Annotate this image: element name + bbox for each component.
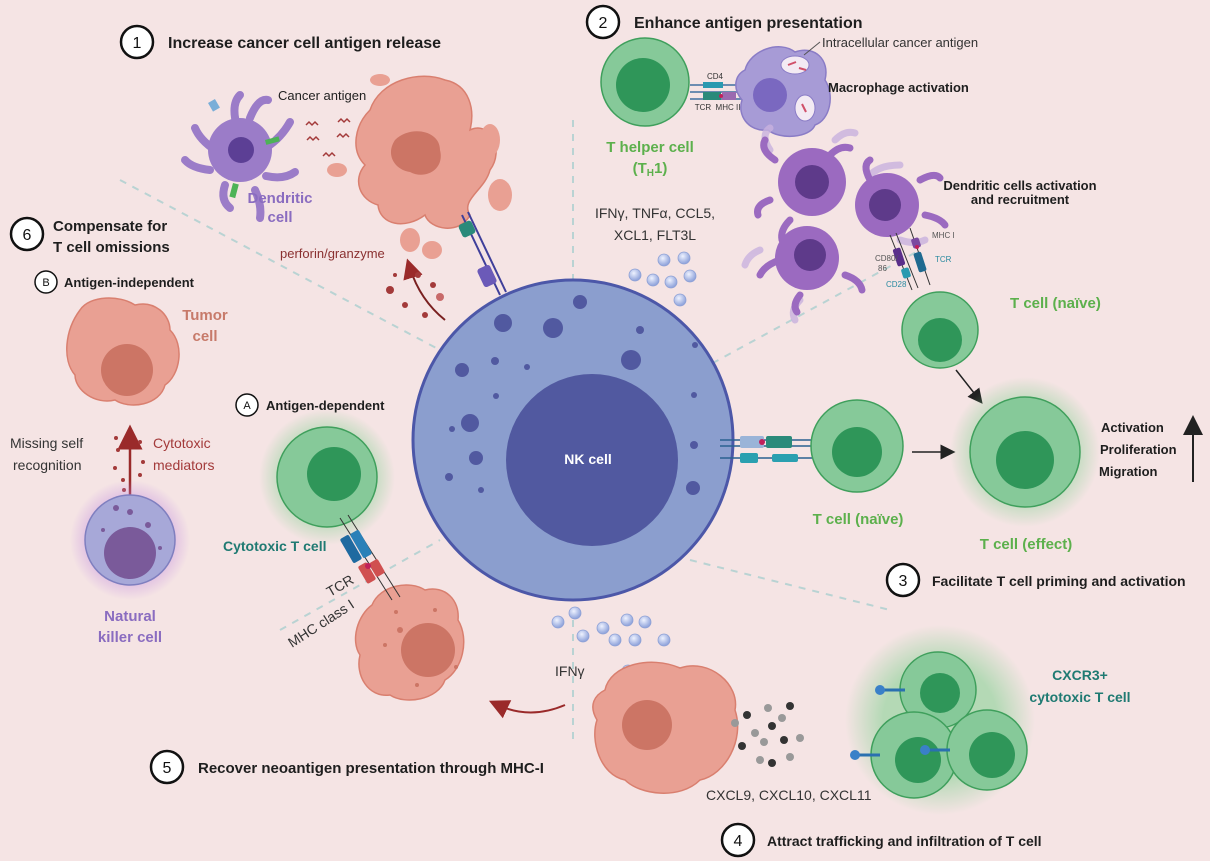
step-1-title: Increase cancer cell antigen release [168, 35, 441, 52]
sub-b-letter: B [42, 277, 49, 289]
step-4-number: 4 [734, 833, 743, 850]
perforin-release: perforin/granzyme [280, 246, 446, 321]
nk-cell-label: NK cell [564, 451, 611, 467]
dc-t-cell-synapse: MHC I CD80/ 86 TCR CD28 [875, 227, 955, 291]
natural-killer-label-1: Natural [104, 608, 156, 625]
nk-cell-center: NK cell [411, 278, 735, 602]
step-5-group: 5 Recover neoantigen presentation throug… [149, 584, 566, 785]
missing-self-label-1: Missing self [10, 435, 83, 451]
sector-dividers [119, 120, 921, 740]
nk-granules [445, 295, 700, 495]
step-2-badge [585, 4, 621, 40]
dc-activation-label-1: Dendritic cells activation [943, 178, 1096, 193]
tumor-cell-label-2: cell [192, 328, 217, 345]
cd80-label-2: 86 [878, 264, 887, 273]
cxcr3-label-2: cytotoxic T cell [1029, 689, 1130, 705]
cxcr3-label-1: CXCR3+ [1052, 667, 1108, 683]
step-6-title-1: Compensate for [53, 218, 167, 235]
cytokines-label-2: XCL1, FLT3L [614, 227, 696, 243]
step-4-title: Attract trafficking and infiltration of … [767, 833, 1042, 849]
cd4-tcr-mhc2-complex: CD4 TCR MHC II [690, 72, 745, 112]
dendritic-cell-label-1: Dendritic [247, 190, 312, 207]
cd80-label-1: CD80/ [875, 254, 898, 263]
mhc1-label: MHC I [932, 231, 955, 240]
nk-receptor-step1 [458, 211, 507, 296]
step-6-badge [9, 216, 45, 252]
t-effect-label: T cell (effect) [980, 536, 1073, 553]
effect-proliferation: Proliferation [1100, 442, 1177, 457]
t-naive-label-step2: T cell (naïve) [1010, 295, 1101, 312]
cytokine-release: IFNγ, TNFα, CCL5, XCL1, FLT3L [595, 205, 715, 307]
sub-b-label: Antigen-independent [64, 275, 195, 290]
step-6-title-2: T cell omissions [53, 239, 170, 256]
step-2-header: 2 Enhance antigen presentation [585, 4, 862, 40]
perforin-granzyme-label: perforin/granzyme [280, 246, 385, 261]
cytotoxic-mediators-label-1: Cytotoxic [153, 435, 211, 451]
intracellular-antigen-label: Intracellular cancer antigen [822, 35, 978, 50]
natural-killer-label-2: killer cell [98, 629, 162, 646]
t-helper-subtype: (TH1) [633, 160, 668, 179]
neoantigen-arrow [488, 700, 566, 719]
step-4-group: IFNγ CXCL9, CXCL10, CXCL11 [551, 606, 1131, 858]
cytotoxic-mediators-label-2: mediators [153, 457, 214, 473]
cd28-label: CD28 [886, 280, 907, 289]
effect-activation: Activation [1101, 420, 1164, 435]
dc-activation-label-2: and recruitment [971, 192, 1070, 207]
cytotoxic-t-cell-label: Cytotoxic T cell [223, 538, 326, 554]
t-naive-label-step3: T cell (naïve) [813, 511, 904, 528]
ifng-bubbles [551, 606, 671, 678]
step-2-number: 2 [599, 15, 608, 32]
chemokines [731, 702, 804, 767]
t-helper-label: T helper cell [606, 139, 694, 156]
t-helper-cell: T helper cell (TH1) [600, 37, 694, 179]
step-4-badge [720, 822, 756, 858]
step-6-header: 6 Compensate for T cell omissions [9, 216, 170, 256]
dendritic-cell-cluster: Dendritic cells activation and recruitme… [741, 124, 1097, 324]
sub-a-badge [235, 393, 259, 417]
cancer-antigen-label: Cancer antigen [278, 88, 366, 103]
sub-b-badge [34, 270, 58, 294]
tcr-label-th: TCR [695, 103, 712, 112]
mhc2-label: MHC II [716, 103, 741, 112]
macrophage-activation-label: Macrophage activation [828, 80, 969, 95]
step-5-number: 5 [163, 760, 172, 777]
step-1-badge [119, 24, 155, 60]
step-3-group: T cell (naïve) T cell (effect) Activatio… [720, 377, 1203, 598]
cxcr3-receptors [850, 685, 950, 760]
cancer-antigen-squiggles [305, 117, 351, 158]
tcr-label-dc: TCR [935, 255, 952, 264]
nk-t-receptor [720, 436, 822, 463]
step-3-title: Facilitate T cell priming and activation [932, 573, 1186, 589]
macrophage: Intracellular cancer antigen Macrophage … [735, 35, 978, 137]
ifng-label: IFNγ [555, 663, 585, 679]
lysing-tumor-cell [327, 74, 512, 259]
cytokines-label-1: IFNγ, TNFα, CCL5, [595, 205, 715, 221]
step-3-badge [885, 562, 921, 598]
missing-self-label-2: recognition [13, 457, 82, 473]
step-1-header: 1 Increase cancer cell antigen release [119, 24, 441, 60]
step-3-number: 3 [899, 573, 908, 590]
tcr-mhc1-complex [339, 514, 401, 601]
step-5-badge [149, 749, 185, 785]
step-1-number: 1 [133, 35, 142, 52]
dendritic-cell-label-2: cell [267, 209, 292, 226]
sub-a-letter: A [243, 400, 251, 412]
chemokines-label: CXCL9, CXCL10, CXCL11 [706, 787, 872, 803]
cd4-label: CD4 [707, 72, 724, 81]
antigen-independent-panel: B Antigen-independent Tumor cell Missing… [10, 270, 228, 646]
step-6-number: 6 [23, 227, 32, 244]
sub-a-label: Antigen-dependent [266, 398, 385, 413]
step-2-title: Enhance antigen presentation [634, 15, 862, 32]
dendritic-cell-step1: Cancer antigen Dendritic cell [181, 88, 366, 226]
tumor-cell-label-1: Tumor [182, 307, 228, 324]
effect-migration: Migration [1099, 464, 1158, 479]
step-5-title: Recover neoantigen presentation through … [198, 760, 544, 777]
cxcr3-t-cells [850, 651, 1028, 799]
naive-t-cell-step2: T cell (naïve) [901, 291, 1101, 404]
